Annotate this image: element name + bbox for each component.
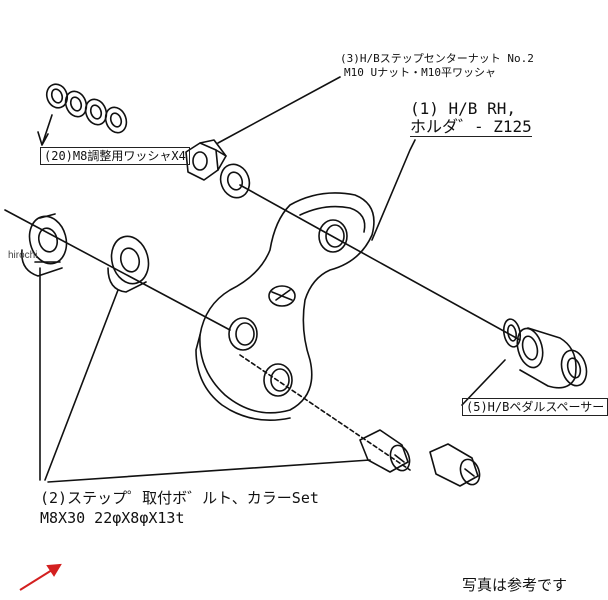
leader-set-b (44, 289, 119, 481)
collar-2 (107, 235, 150, 293)
upper-axis-line (239, 184, 521, 341)
leader-spacer (461, 359, 506, 406)
disclaimer-text: 写真は参考です (462, 576, 568, 594)
bolt-axis-line-left (4, 209, 231, 331)
pedal-spacer (502, 318, 588, 389)
holder-bracket (195, 192, 375, 421)
label-center-nut: (3)H/Bステップセンターナット No.2 M10 Uナット・M10平ワッシャ (340, 52, 534, 80)
label-washers: (20)M8調整用ワッシャX4 (40, 147, 190, 165)
label-center-nut-line2: M10 Uナット・M10平ワッシャ (344, 66, 496, 79)
leader-holder (371, 139, 416, 241)
label-center-nut-line1: (3)H/Bステップセンターナット No.2 (340, 52, 534, 65)
watermark: hirochi (8, 250, 38, 261)
leader-washers (37, 114, 53, 146)
red-arrow-icon (19, 563, 62, 591)
leader-set-c (47, 459, 371, 483)
label-pedal-spacer: (5)H/Bペダルスペーサー (462, 398, 608, 416)
label-bolt-collar-set: (2)ステップ゜取付ボ゛ルト、カラーSet M8X30 22φX8φX13t (40, 488, 319, 528)
collar-1 (21, 213, 68, 277)
label-pedal-spacer-text: (5)H/Bペダルスペーサー (466, 400, 605, 414)
label-holder: (1) H/B RH, ホルダ゛- Z125 (410, 100, 532, 137)
label-bolt-collar-line2: M8X30 22φX8φX13t (40, 509, 185, 527)
bolt-2 (429, 443, 481, 487)
label-holder-line2: ホルダ゛- Z125 (410, 117, 532, 136)
flat-washer (219, 163, 251, 199)
adjust-washers (45, 83, 128, 134)
label-holder-line1: (1) H/B RH, (410, 99, 516, 118)
center-nut (185, 139, 227, 181)
bolt-axis-line-right (239, 354, 411, 471)
label-washers-text: (20)M8調整用ワッシャX4 (44, 149, 186, 163)
label-bolt-collar-line1: (2)ステップ゜取付ボ゛ルト、カラーSet (40, 489, 319, 507)
leader-nut (217, 76, 341, 144)
